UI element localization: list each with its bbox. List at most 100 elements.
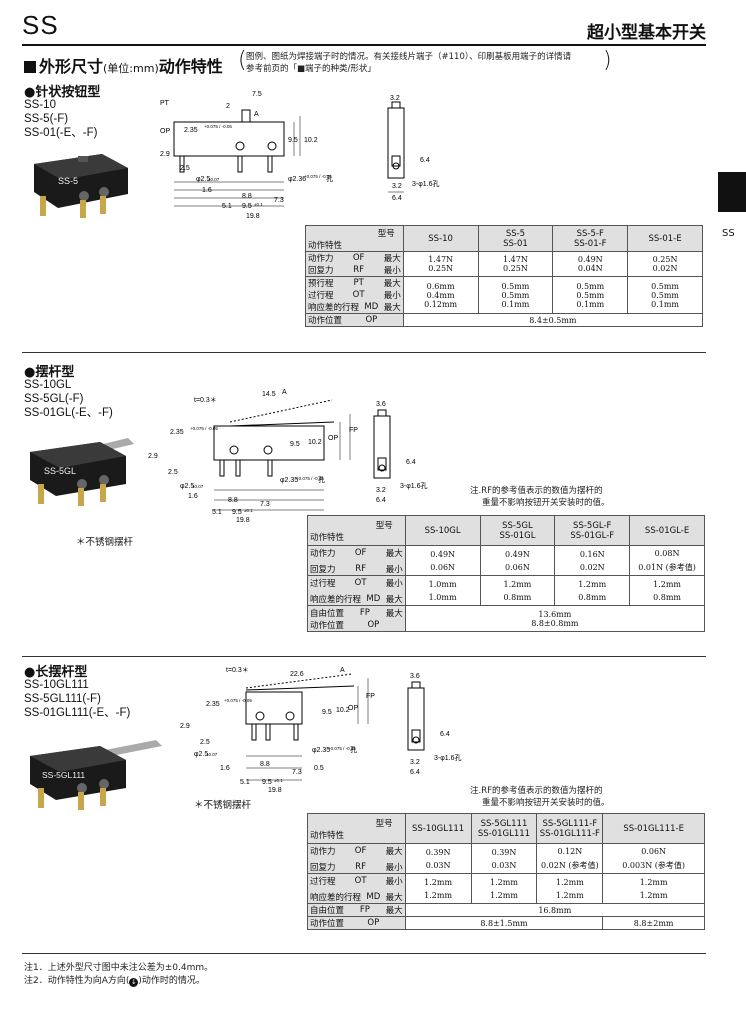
svg-text:±0.1: ±0.1	[254, 202, 263, 207]
svg-text:6.4: 6.4	[410, 769, 420, 776]
svg-text:±0.1: ±0.1	[274, 778, 283, 783]
section-note: 图例、图纸为焊接端子时的情况。有关接线片端子（#110）、印刷基板用端子的详情请…	[246, 52, 572, 74]
svg-text:2.5: 2.5	[168, 469, 178, 476]
paren-close: )	[603, 48, 612, 73]
stainless-lever-note: ＊不锈钢摆杆	[194, 800, 252, 811]
col-head: SS-10	[402, 225, 479, 252]
svg-text:PT: PT	[160, 100, 170, 107]
arrow-down-icon: ↓	[129, 978, 139, 987]
photo-label: SS-5GL	[44, 466, 76, 476]
svg-text:9.5: 9.5	[242, 203, 252, 210]
svg-text:孔: 孔	[326, 175, 333, 183]
svg-text:7.5: 7.5	[252, 91, 262, 98]
col-head: SS-5 SS-01	[477, 225, 554, 252]
svg-text:9.5: 9.5	[290, 441, 300, 448]
product-photo-ss5: SS-5	[34, 154, 128, 218]
footer-divider	[22, 953, 706, 954]
side-view-drawing-1: 3.2 6.4 3.2 6.4 3-φ1.6孔	[387, 95, 440, 202]
svg-text:7.3: 7.3	[274, 197, 284, 204]
dimension-drawing-1: PT OP A 7.5 2 2.35 +0.075 / -0.05 9.5 10…	[160, 91, 333, 220]
svg-text:6.4: 6.4	[376, 497, 386, 504]
dimension-drawing-2: t=0.3＊ 14.5 A 2.35 +0.075 / -0.05 FP OP …	[148, 389, 358, 524]
svg-text:OP: OP	[160, 128, 170, 135]
svg-text:φ2.35: φ2.35	[312, 747, 330, 754]
svg-text:2.9: 2.9	[148, 453, 158, 460]
svg-text:OP: OP	[348, 705, 358, 712]
svg-text:FP: FP	[366, 693, 375, 700]
svg-text:19.8: 19.8	[246, 213, 260, 220]
svg-text:2.9: 2.9	[160, 151, 170, 158]
svg-text:1.6: 1.6	[220, 765, 230, 772]
svg-text:8.8: 8.8	[242, 193, 252, 200]
svg-text:±0.07: ±0.07	[206, 752, 218, 757]
stainless-lever-note: ＊不锈钢摆杆	[76, 537, 134, 548]
model-list-3: SS-10GL111 SS-5GL111(-F) SS-01GL111(-E、-…	[24, 679, 131, 719]
spec-table-2: 型号动作特性 SS-10GL SS-5GL SS-01GL SS-5GL-F S…	[307, 515, 706, 632]
model-list-2: SS-10GL SS-5GL(-F) SS-01GL(-E、-F)	[24, 379, 113, 419]
svg-text:+0.075 / -0.05: +0.075 / -0.05	[224, 698, 252, 703]
svg-text:5.1: 5.1	[240, 779, 250, 786]
svg-text:6.4: 6.4	[392, 195, 402, 202]
spec-table-3: 型号动作特性 SS-10GL111 SS-5GL111 SS-01GL111 S…	[307, 813, 706, 930]
type-name-long-lever: ●长摆杆型	[24, 665, 88, 680]
photo-label: SS-5GL111	[42, 770, 85, 780]
col-head: SS-5-F SS-01-F	[552, 225, 629, 252]
svg-text:3.2: 3.2	[390, 95, 400, 102]
type-name-pin-plunger: ●针状按钮型	[24, 85, 101, 100]
svg-text:10.2: 10.2	[336, 707, 350, 714]
svg-text:9.5: 9.5	[262, 779, 272, 786]
svg-text:φ2.5: φ2.5	[180, 483, 194, 490]
svg-text:6.4: 6.4	[406, 459, 416, 466]
photo-label: SS-5	[58, 176, 78, 186]
svg-text:3.2: 3.2	[392, 183, 402, 190]
svg-text:+0.075 / -0.05: +0.075 / -0.05	[190, 426, 218, 431]
svg-text:3.2: 3.2	[376, 487, 386, 494]
svg-text:±0.1: ±0.1	[244, 508, 253, 513]
product-photo-ss5gl: SS-5GL	[30, 438, 134, 506]
svg-text:±0.07: ±0.07	[192, 484, 204, 489]
side-view-drawing-3: 3.6 6.4 3.2 6.4 3-φ1.6孔	[407, 673, 462, 776]
svg-text:1.6: 1.6	[188, 493, 198, 500]
svg-text:10.2: 10.2	[308, 439, 322, 446]
product-photo-ss5gl111: SS-5GL111	[30, 740, 162, 810]
svg-text:19.8: 19.8	[236, 517, 250, 524]
svg-text:2.5: 2.5	[200, 739, 210, 746]
section-divider	[22, 656, 706, 657]
section-divider	[22, 352, 706, 353]
svg-text:6.4: 6.4	[420, 157, 430, 164]
square-bullet-icon	[24, 61, 36, 73]
svg-text:φ2.5: φ2.5	[194, 751, 208, 758]
svg-text:+0.075 / -0.05: +0.075 / -0.05	[204, 124, 232, 129]
rf-note-3: 注.RF的参考值表示的数值为摆杆的 重量不影响按钮开关安装时的值。	[470, 786, 610, 808]
svg-text:19.8: 19.8	[268, 787, 282, 794]
svg-text:A: A	[340, 667, 345, 674]
svg-text:孔: 孔	[318, 476, 325, 484]
side-tab	[718, 172, 746, 212]
series-title: SS	[22, 10, 59, 40]
svg-text:7.3: 7.3	[292, 769, 302, 776]
svg-text:10.2: 10.2	[304, 137, 318, 144]
svg-text:9.5: 9.5	[322, 709, 332, 716]
svg-text:14.5: 14.5	[262, 391, 276, 398]
svg-text:3.6: 3.6	[410, 673, 420, 680]
section-title: 外形尺寸(单位:mm)动作特性	[24, 53, 223, 77]
spec-table-1: 型号动作特性 SS-10 SS-5 SS-01 SS-5-F SS-01-F S…	[305, 225, 704, 327]
svg-text:1.6: 1.6	[202, 187, 212, 194]
svg-text:22.6: 22.6	[290, 671, 304, 678]
rf-note-2: 注.RF的参考值表示的数值为摆杆的 重量不影响按钮开关安装时的值。	[470, 486, 610, 508]
svg-text:OP: OP	[328, 435, 338, 442]
svg-text:3.2: 3.2	[410, 759, 420, 766]
svg-text:2.35: 2.35	[206, 701, 220, 708]
svg-text:5.1: 5.1	[222, 203, 232, 210]
type-name-lever: ●摆杆型	[24, 365, 75, 380]
svg-text:+0.075 / -0.05: +0.075 / -0.05	[328, 746, 356, 751]
svg-text:5.1: 5.1	[212, 509, 222, 516]
